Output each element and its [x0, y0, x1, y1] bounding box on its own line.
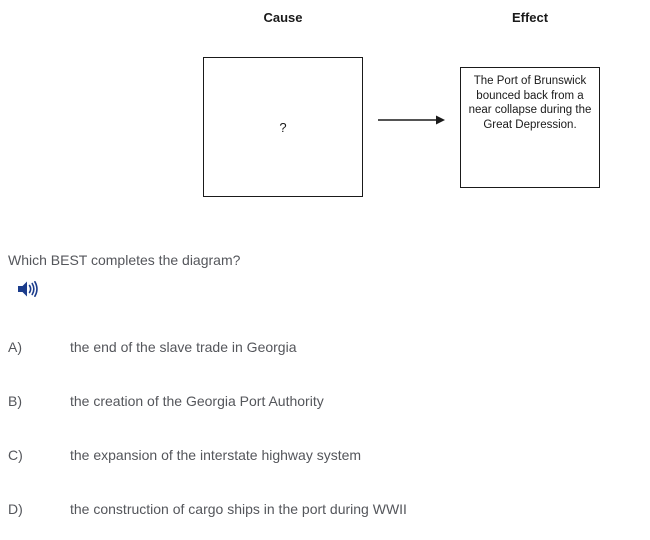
option-c[interactable]: C) the expansion of the interstate highw…	[0, 447, 650, 469]
option-b-letter: B)	[8, 393, 22, 409]
cause-label: Cause	[263, 10, 303, 25]
option-d-letter: D)	[8, 501, 23, 517]
option-d-text: the construction of cargo ships in the p…	[70, 501, 407, 517]
speaker-icon	[17, 281, 39, 300]
cause-box-text: ?	[279, 119, 287, 135]
option-c-letter: C)	[8, 447, 23, 463]
question-text: Which BEST completes the diagram?	[8, 252, 241, 268]
option-a[interactable]: A) the end of the slave trade in Georgia	[0, 339, 650, 361]
option-c-text: the expansion of the interstate highway …	[70, 447, 362, 463]
option-a-text: the end of the slave trade in Georgia	[70, 339, 297, 355]
cause-box: ?	[203, 57, 363, 197]
option-a-letter: A)	[8, 339, 22, 355]
option-b[interactable]: B) the creation of the Georgia Port Auth…	[0, 393, 650, 415]
effect-label: Effect	[511, 10, 549, 25]
effect-box: The Port of Brunswick bounced back from …	[460, 67, 600, 188]
option-d[interactable]: D) the construction of cargo ships in th…	[0, 501, 650, 523]
option-b-text: the creation of the Georgia Port Authori…	[70, 393, 324, 409]
effect-box-text: The Port of Brunswick bounced back from …	[468, 75, 592, 132]
audio-play-button[interactable]	[17, 281, 39, 298]
right-arrow-icon	[378, 113, 446, 127]
